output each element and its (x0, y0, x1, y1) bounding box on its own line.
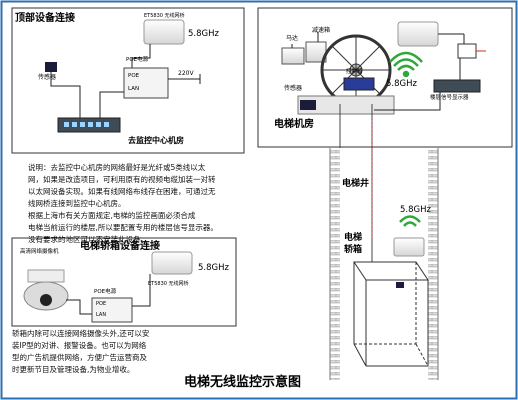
room-poe-icon (457, 43, 477, 59)
description-block: 说明：去监控中心机房的网络最好是光纤或5类线以太 网，如果是改造项目，可利用原有… (28, 162, 324, 246)
poe-icon (123, 67, 169, 99)
car-label-1: 电梯 (344, 233, 363, 243)
lan-cable (99, 91, 124, 118)
machine-sensor-label: 传感器 (284, 85, 303, 92)
car-device-frequency: 5.8GHz (198, 263, 229, 273)
sensor-cable (50, 72, 81, 118)
car-note-line: 时更新节目及管理设备,为物业增收。 (12, 365, 135, 374)
top-lan-port: LAN (128, 86, 140, 92)
reducer-label: 减速箱 (312, 27, 331, 34)
camera-icon (23, 269, 69, 311)
car-lan-port: LAN (96, 312, 107, 318)
top-room-label: 去监控中心机房 (128, 136, 184, 145)
room-bridge-icon (397, 21, 439, 47)
control-box-icon (343, 77, 375, 91)
top-heading: 顶部设备连接 (15, 13, 75, 24)
car-poe-label: POE电源 (94, 289, 117, 295)
top-bridge-model: ET5830 无线网桥 (144, 13, 185, 19)
car-frequency: 5.8GHz (400, 205, 431, 215)
description-line: 网，如果是改造项目，可利用原有的视频电缆加装一对转 (28, 175, 216, 184)
car-note-line: 型的广告机提供网络，方便广告运营商及 (12, 353, 147, 362)
sensor-icon (45, 62, 57, 72)
car-camera-icon (396, 282, 404, 288)
floor-display-icon (433, 79, 481, 93)
top-voltage: 220V (178, 70, 194, 77)
car-poe-icon (91, 297, 133, 323)
top-sensor-label: 传感器 (38, 74, 57, 81)
machine-base (297, 95, 395, 115)
floor-display-label: 楼层信号显示器 (430, 95, 469, 101)
control-box-label: 控制箱 (346, 69, 363, 75)
machine-sensor-icon (300, 100, 316, 110)
motor-icon (281, 47, 305, 65)
car-wireless-bridge-icon (151, 251, 193, 275)
car-wifi-icon (399, 215, 421, 227)
top-poe-port: POE (128, 73, 140, 79)
description-line: 线网桥连接到监控中心机房。 (28, 199, 126, 208)
car-device-heading: 电梯轿箱设备连接 (80, 241, 160, 252)
elevator-shaft (329, 148, 439, 380)
motor-label: 马达 (286, 35, 299, 42)
description-line: 根据上海市有关方面规定,电梯的监控画面必须合成 (28, 211, 196, 220)
machine-room-box (257, 7, 513, 148)
elevator-car (353, 261, 429, 367)
wifi-icon (389, 51, 423, 78)
car-note-line: 轿箱内除可以连接网络摄像头外,还可以安 (12, 329, 150, 338)
room-frequency: 5.8GHz (386, 79, 417, 89)
car-note-block: 轿箱内除可以连接网络摄像头外,还可以安 装IP型的对讲、报警设备。也可以为网络 … (12, 328, 242, 376)
car-label-2: 轿箱 (344, 245, 363, 255)
car-note-line: 装IP型的对讲、报警设备。也可以为网络 (12, 341, 147, 350)
machine-room-label: 电梯机房 (274, 119, 314, 130)
description-line: 没有要求的地区可以不安装此设备。 (28, 235, 148, 244)
top-frequency: 5.8GHz (188, 29, 219, 39)
description-line: 电梯当前运行的楼层,所以要配置专用的楼层信号显示器。 (28, 223, 218, 232)
diagram-title: 电梯无线监控示意图 (184, 375, 302, 390)
description-line: 说明：去监控中心机房的网络最好是光纤或5类线以太 (28, 163, 206, 172)
car-bridge-icon (393, 237, 425, 257)
car-poe-port: POE (96, 301, 107, 307)
car-bridge-model: ET5830 无线网桥 (148, 281, 189, 287)
wireless-bridge-icon (143, 19, 185, 45)
camera-label: 高清网络摄像机 (20, 249, 59, 255)
description-line: 以太网设备实现。如果有线网络布线存在困难，可通过无 (28, 187, 216, 196)
shaft-label: 电梯井 (342, 179, 370, 189)
top-poe-label: POE电源 (126, 57, 149, 63)
